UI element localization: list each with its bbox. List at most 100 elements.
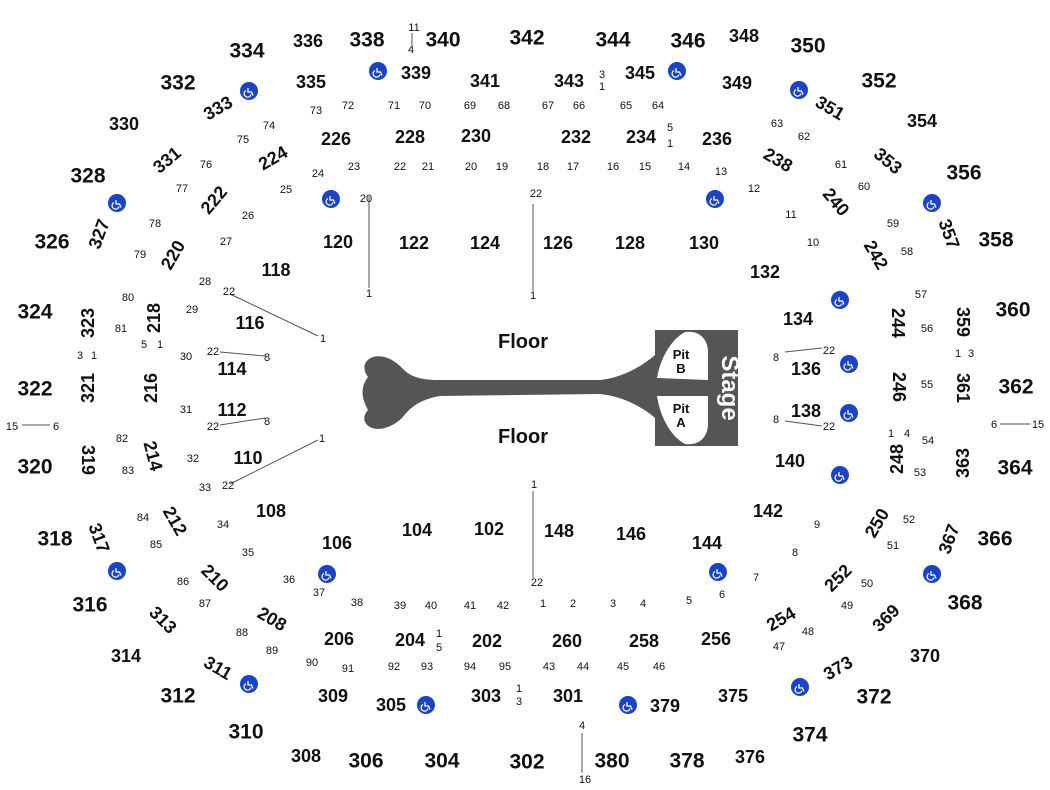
section-366[interactable]: 366: [977, 528, 1012, 551]
section-360[interactable]: 360: [995, 299, 1030, 322]
section-338[interactable]: 338: [349, 29, 384, 52]
section-335[interactable]: 335: [296, 72, 326, 92]
section-148[interactable]: 148: [544, 521, 574, 541]
section-333[interactable]: 333: [200, 92, 236, 124]
section-318[interactable]: 318: [37, 528, 72, 551]
section-375[interactable]: 375: [718, 686, 748, 706]
section-214[interactable]: 214: [139, 439, 166, 473]
section-301[interactable]: 301: [553, 686, 583, 706]
section-102[interactable]: 102: [474, 519, 504, 539]
pit-b[interactable]: [657, 331, 708, 380]
section-258[interactable]: 258: [629, 631, 659, 651]
section-309[interactable]: 309: [318, 686, 348, 706]
section-345[interactable]: 345: [625, 63, 655, 83]
section-311[interactable]: 311: [200, 652, 235, 684]
section-104[interactable]: 104: [402, 520, 432, 540]
section-204[interactable]: 204: [395, 630, 425, 650]
section-339[interactable]: 339: [401, 63, 431, 83]
section-363[interactable]: 363: [953, 448, 973, 478]
section-308[interactable]: 308: [291, 746, 321, 766]
section-306[interactable]: 306: [348, 750, 383, 773]
section-368[interactable]: 368: [947, 592, 982, 615]
section-367[interactable]: 367: [934, 521, 963, 556]
section-372[interactable]: 372: [856, 686, 891, 709]
section-374[interactable]: 374: [792, 724, 827, 747]
section-250[interactable]: 250: [861, 505, 893, 541]
section-319[interactable]: 319: [78, 445, 98, 475]
section-348[interactable]: 348: [729, 26, 759, 46]
section-224[interactable]: 224: [255, 142, 291, 174]
section-305[interactable]: 305: [376, 695, 406, 715]
section-369[interactable]: 369: [868, 600, 903, 635]
section-254[interactable]: 254: [763, 603, 799, 635]
section-144[interactable]: 144: [692, 533, 722, 553]
section-323[interactable]: 323: [78, 308, 98, 338]
section-222[interactable]: 222: [197, 182, 232, 218]
section-226[interactable]: 226: [321, 129, 351, 149]
section-246[interactable]: 246: [889, 372, 909, 402]
section-232[interactable]: 232: [561, 127, 591, 147]
section-370[interactable]: 370: [910, 646, 940, 666]
section-202[interactable]: 202: [472, 631, 502, 651]
section-316[interactable]: 316: [72, 594, 107, 617]
section-352[interactable]: 352: [861, 70, 896, 93]
section-353[interactable]: 353: [870, 144, 906, 179]
section-236[interactable]: 236: [702, 129, 732, 149]
section-108[interactable]: 108: [256, 501, 286, 521]
section-230[interactable]: 230: [461, 126, 491, 146]
section-126[interactable]: 126: [543, 233, 573, 253]
section-228[interactable]: 228: [395, 127, 425, 147]
section-324[interactable]: 324: [17, 301, 52, 324]
section-112[interactable]: 112: [217, 400, 246, 420]
section-210[interactable]: 210: [197, 560, 232, 595]
section-240[interactable]: 240: [819, 184, 854, 220]
section-220[interactable]: 220: [157, 237, 189, 273]
section-124[interactable]: 124: [470, 233, 500, 253]
section-314[interactable]: 314: [111, 646, 141, 666]
section-106[interactable]: 106: [322, 533, 352, 553]
section-343[interactable]: 343: [554, 71, 584, 91]
section-302[interactable]: 302: [509, 751, 544, 774]
section-118[interactable]: 118: [261, 260, 290, 280]
section-332[interactable]: 332: [160, 72, 195, 95]
section-379[interactable]: 379: [650, 696, 680, 716]
section-252[interactable]: 252: [820, 560, 855, 595]
section-208[interactable]: 208: [254, 603, 290, 635]
section-234[interactable]: 234: [626, 127, 656, 147]
section-313[interactable]: 313: [145, 602, 180, 637]
section-341[interactable]: 341: [470, 71, 500, 91]
section-303[interactable]: 303: [471, 686, 501, 706]
section-350[interactable]: 350: [790, 35, 825, 58]
section-362[interactable]: 362: [998, 376, 1033, 399]
pit-a[interactable]: [657, 396, 708, 445]
section-238[interactable]: 238: [760, 144, 796, 176]
section-260[interactable]: 260: [552, 631, 582, 651]
section-248[interactable]: 248: [887, 444, 907, 474]
section-256[interactable]: 256: [701, 629, 731, 649]
section-132[interactable]: 132: [750, 262, 780, 282]
section-326[interactable]: 326: [34, 231, 69, 254]
section-218[interactable]: 218: [144, 303, 164, 333]
section-110[interactable]: 110: [233, 448, 262, 468]
section-146[interactable]: 146: [616, 524, 646, 544]
section-364[interactable]: 364: [997, 457, 1032, 480]
section-344[interactable]: 344: [595, 29, 630, 52]
section-376[interactable]: 376: [735, 747, 765, 767]
section-310[interactable]: 310: [228, 721, 263, 744]
section-358[interactable]: 358: [978, 229, 1013, 252]
section-336[interactable]: 336: [293, 31, 323, 51]
section-136[interactable]: 136: [791, 359, 821, 379]
section-320[interactable]: 320: [17, 456, 52, 479]
section-351[interactable]: 351: [812, 92, 848, 124]
section-334[interactable]: 334: [229, 40, 264, 63]
section-130[interactable]: 130: [689, 233, 719, 253]
section-304[interactable]: 304: [424, 750, 459, 773]
section-378[interactable]: 378: [669, 750, 704, 773]
section-128[interactable]: 128: [615, 233, 645, 253]
section-244[interactable]: 244: [888, 308, 908, 338]
section-322[interactable]: 322: [17, 378, 52, 401]
section-354[interactable]: 354: [907, 111, 937, 131]
section-312[interactable]: 312: [160, 685, 195, 708]
section-321[interactable]: 321: [78, 373, 98, 403]
section-138[interactable]: 138: [791, 401, 821, 421]
